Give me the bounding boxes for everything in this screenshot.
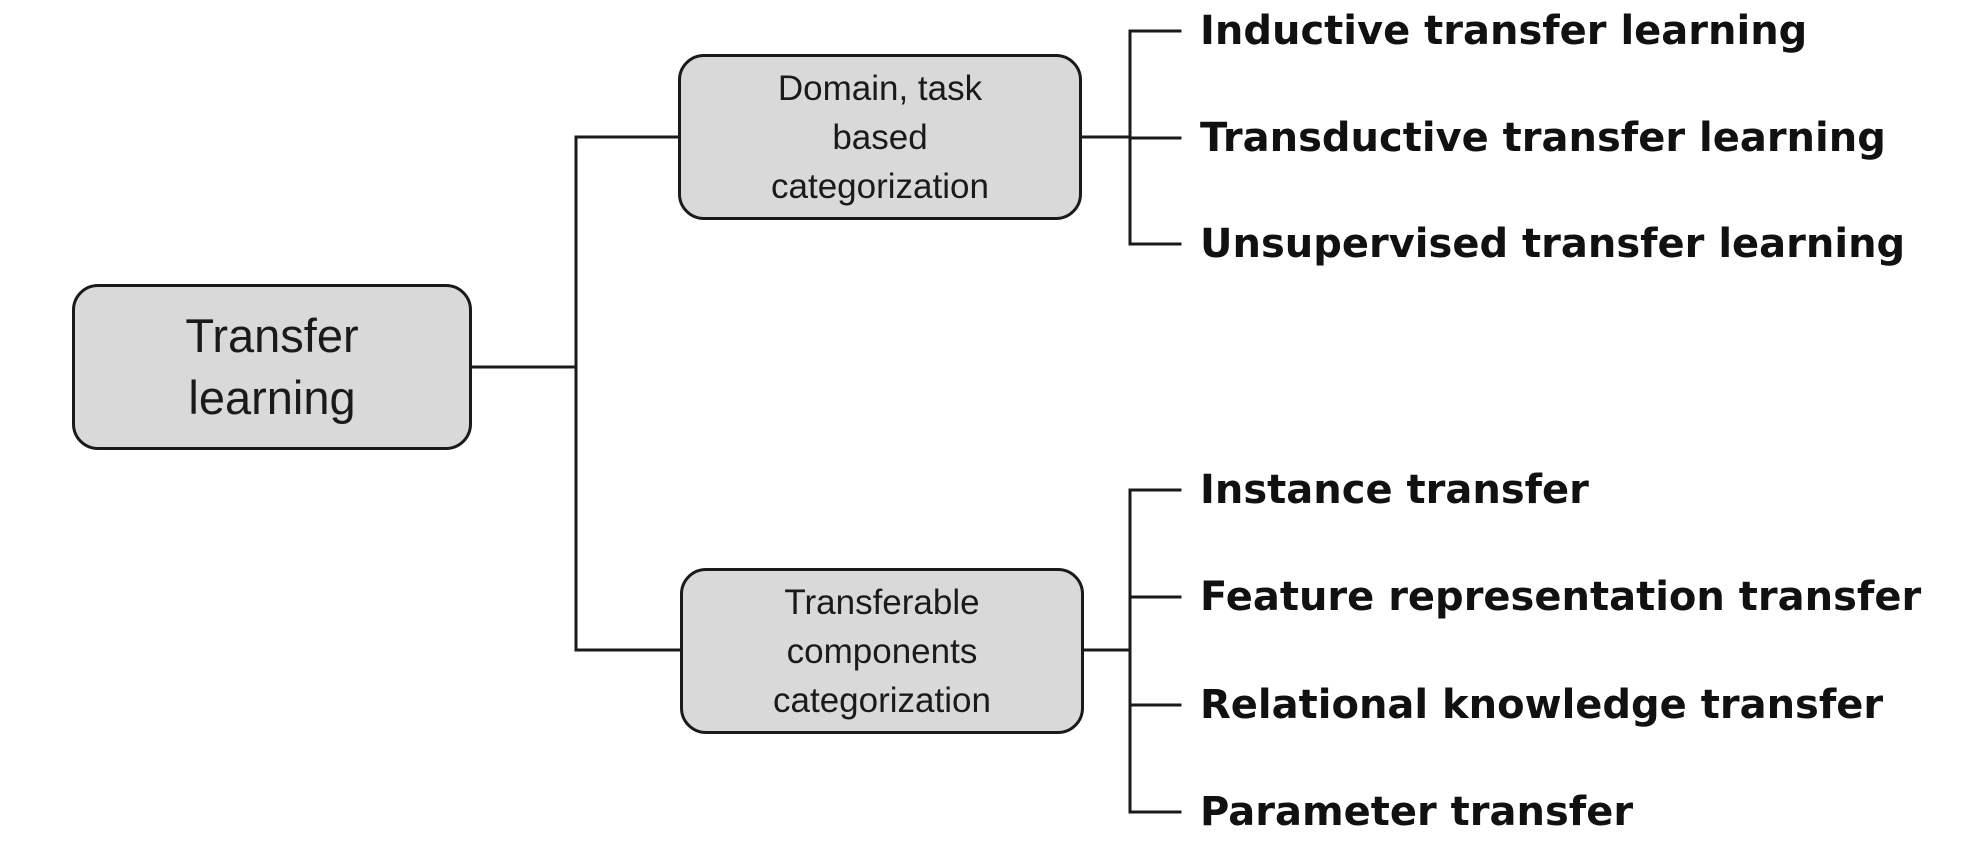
- root-node-label: Transfer learning: [185, 309, 359, 424]
- leaf-transductive-transfer-learning: Transductive transfer learning: [1200, 115, 1886, 161]
- root-node: Transfer learning: [72, 284, 472, 450]
- branch-node-label: Domain, task based categorization: [771, 68, 989, 206]
- branch-node-domain-task: Domain, task based categorization: [678, 54, 1082, 220]
- branch-node-label: Transferable components categorization: [773, 582, 991, 720]
- leaf-inductive-transfer-learning: Inductive transfer learning: [1200, 8, 1808, 54]
- leaf-feature-representation-transfer: Feature representation transfer: [1200, 574, 1922, 620]
- leaf-unsupervised-transfer-learning: Unsupervised transfer learning: [1200, 221, 1906, 267]
- leaf-instance-transfer: Instance transfer: [1200, 467, 1589, 513]
- leaf-relational-knowledge-transfer: Relational knowledge transfer: [1200, 682, 1884, 728]
- leaf-parameter-transfer: Parameter transfer: [1200, 789, 1634, 835]
- branch-node-transferable-components: Transferable components categorization: [680, 568, 1084, 734]
